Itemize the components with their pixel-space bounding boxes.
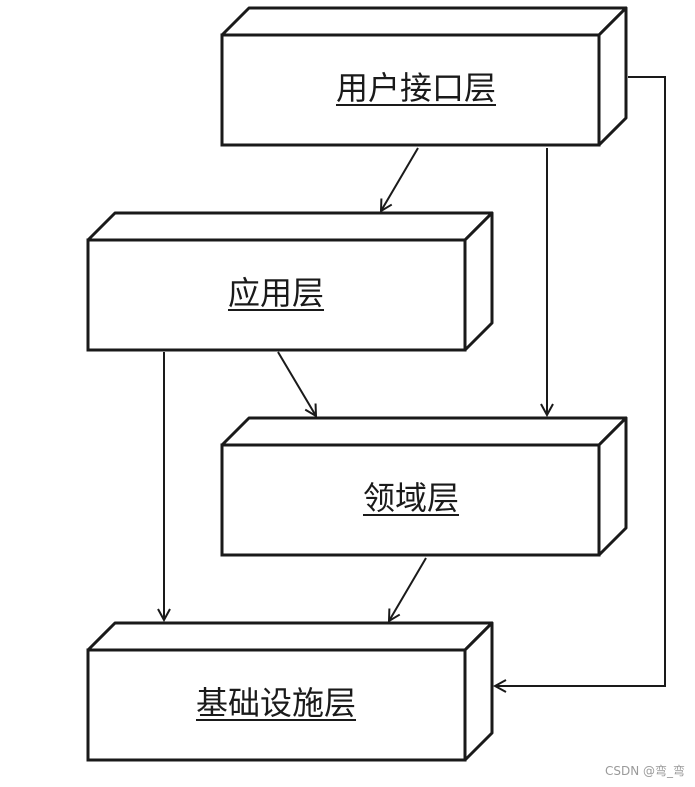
arrow-ui-to-application xyxy=(381,147,419,211)
domain-layer-box xyxy=(220,416,628,557)
arrow-domain-to-infrastructure xyxy=(389,557,427,621)
domain-layer-label: 领域层 xyxy=(362,479,460,517)
user-interface-layer-label: 用户接口层 xyxy=(335,69,497,107)
application-layer-label: 应用层 xyxy=(227,274,325,312)
arrow-ui-to-infrastructure xyxy=(495,76,666,686)
infrastructure-layer-label: 基础设施层 xyxy=(195,684,357,722)
watermark-text: CSDN @弯_弯 xyxy=(604,764,685,778)
infrastructure-layer-box xyxy=(86,621,494,762)
arrow-application-to-domain xyxy=(277,351,316,416)
user-interface-layer-box xyxy=(220,6,628,147)
application-layer-box xyxy=(86,211,494,352)
